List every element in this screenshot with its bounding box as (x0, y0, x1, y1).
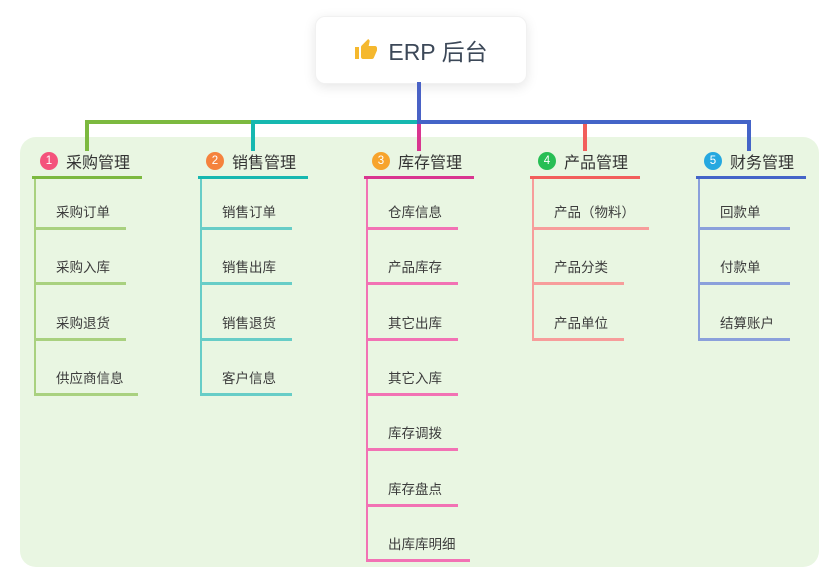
branch-vertical-line-1 (34, 179, 36, 396)
branch-badge-4: 4 (538, 152, 556, 170)
drop-line-2 (251, 120, 255, 151)
root-connector-line (417, 82, 421, 124)
branch-title: 产品管理 (564, 155, 629, 172)
child-node-2-1[interactable]: 销售订单 (200, 197, 292, 230)
branch-badge-5: 5 (704, 152, 722, 170)
branch-vertical-line-4 (532, 179, 534, 341)
child-node-1-3[interactable]: 采购退货 (34, 308, 126, 341)
child-node-3-7[interactable]: 出库库明细 (366, 529, 470, 562)
branch-title: 财务管理 (730, 155, 795, 172)
child-node-2-4[interactable]: 客户信息 (200, 363, 292, 396)
child-node-3-4[interactable]: 其它入库 (366, 363, 458, 396)
branch-node-1[interactable]: 1 采购管理 (32, 146, 142, 179)
thumbs-up-icon (354, 38, 378, 62)
child-node-3-2[interactable]: 产品库存 (366, 252, 458, 285)
drop-line-5 (747, 120, 751, 151)
rail-segment-1 (85, 120, 253, 124)
child-node-3-1[interactable]: 仓库信息 (366, 197, 458, 230)
branch-badge-2: 2 (206, 152, 224, 170)
branch-badge-3: 3 (372, 152, 390, 170)
drop-line-4 (583, 124, 587, 151)
branches-panel (20, 137, 819, 567)
branch-node-3[interactable]: 3 库存管理 (364, 146, 474, 179)
drop-line-1 (85, 120, 89, 151)
child-node-5-2[interactable]: 付款单 (698, 252, 790, 285)
child-node-1-2[interactable]: 采购入库 (34, 252, 126, 285)
child-node-5-3[interactable]: 结算账户 (698, 308, 790, 341)
child-node-4-1[interactable]: 产品（物料） (532, 197, 649, 230)
child-node-1-1[interactable]: 采购订单 (34, 197, 126, 230)
child-node-4-2[interactable]: 产品分类 (532, 252, 624, 285)
branch-node-2[interactable]: 2 销售管理 (198, 146, 308, 179)
child-node-4-3[interactable]: 产品单位 (532, 308, 624, 341)
branch-badge-1: 1 (40, 152, 58, 170)
branch-node-5[interactable]: 5 财务管理 (696, 146, 806, 179)
child-node-3-5[interactable]: 库存调拨 (366, 418, 458, 451)
branch-vertical-line-5 (698, 179, 700, 341)
child-node-3-3[interactable]: 其它出库 (366, 308, 458, 341)
branch-node-4[interactable]: 4 产品管理 (530, 146, 640, 179)
branch-vertical-line-2 (200, 179, 202, 396)
child-node-3-6[interactable]: 库存盘点 (366, 474, 458, 507)
child-node-1-4[interactable]: 供应商信息 (34, 363, 138, 396)
rail-segment-3 (417, 120, 751, 124)
root-node[interactable]: ERP 后台 (315, 16, 527, 84)
child-node-5-1[interactable]: 回款单 (698, 197, 790, 230)
rail-segment-2 (251, 120, 419, 124)
child-node-2-2[interactable]: 销售出库 (200, 252, 292, 285)
branch-title: 销售管理 (232, 155, 297, 172)
branch-vertical-line-3 (366, 179, 368, 562)
branch-title: 库存管理 (398, 155, 463, 172)
root-title: ERP 后台 (388, 39, 488, 65)
branch-title: 采购管理 (66, 155, 131, 172)
drop-line-3 (417, 124, 421, 151)
child-node-2-3[interactable]: 销售退货 (200, 308, 292, 341)
